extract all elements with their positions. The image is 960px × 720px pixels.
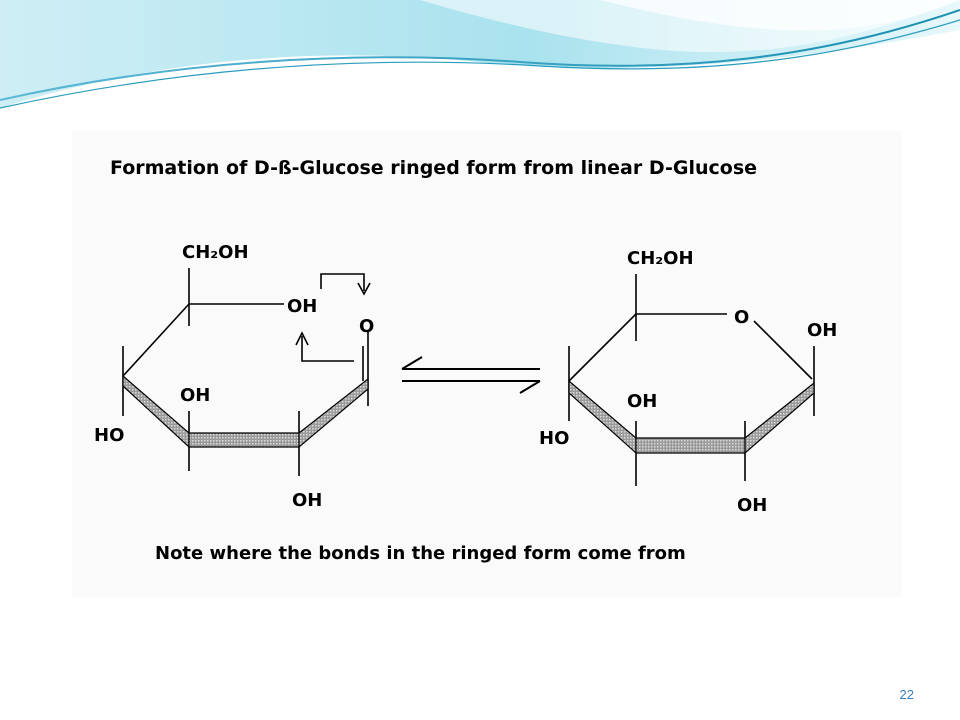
linear-oh-c5-label: OH: [287, 296, 317, 317]
linear-oh-c3-label: OH: [180, 385, 210, 406]
linear-carbonyl-o-label: O: [359, 316, 374, 337]
linear-ho-c4-label: HO: [94, 425, 124, 446]
linear-oh-c2-label: OH: [292, 490, 322, 511]
equilibrium-arrows-icon: [401, 356, 541, 394]
diagram-note: Note where the bonds in the ringed form …: [155, 543, 686, 564]
diagram-panel: Formation of D-ß-Glucose ringed form fro…: [72, 131, 902, 597]
ring-oh-anomeric-label: OH: [807, 320, 837, 341]
ring-oh-c3-label: OH: [627, 391, 657, 412]
glucose-cyclization-diagram: Formation of D-ß-Glucose ringed form fro…: [94, 157, 837, 564]
ring-ho-c4-label: HO: [539, 428, 569, 449]
diagram-title: Formation of D-ß-Glucose ringed form fro…: [110, 157, 757, 179]
header-wave-decoration: [0, 0, 960, 109]
ring-glucose-structure: [568, 274, 815, 486]
linear-ch2oh-label: CH₂OH: [182, 242, 249, 263]
ring-oxygen-label: O: [734, 307, 749, 328]
ring-oh-c2-label: OH: [737, 495, 767, 516]
slide-number: 22: [899, 687, 914, 702]
ring-front-edge: [568, 379, 637, 455]
ring-ch2oh-label: CH₂OH: [627, 248, 694, 269]
